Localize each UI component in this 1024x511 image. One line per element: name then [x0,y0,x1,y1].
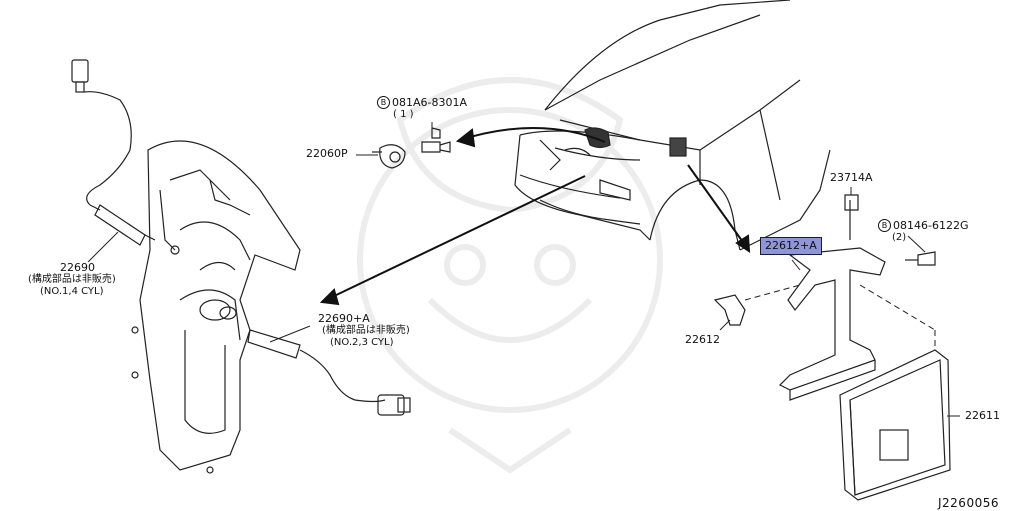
bolt-label-08146-6122g: B 08146-6122G [878,219,968,232]
ecm-unit [839,349,951,501]
ecm-bracket [778,194,936,401]
bolt-b-icon: B [878,219,891,232]
part-code-22690[interactable]: 22690 [60,261,95,274]
part-code[interactable]: 081A6-8301A [392,95,468,109]
bolt-label-081a6-8301a: B 081A6-8301A [377,96,467,109]
vehicle-outline [514,0,831,251]
oxygen-sensor-upper [71,59,156,246]
exhaust-manifold [131,140,301,474]
oxygen-sensor-lower [247,329,411,416]
part-code-22611[interactable]: 22611 [965,409,1000,422]
part-code-22612a-highlighted[interactable]: 22612+A [760,237,822,255]
part-cyl-22690a: (NO.2,3 CYL) [330,337,394,348]
part-note-22690: (構成部品は非販売) [28,274,116,285]
label-leaders [87,122,960,417]
part-code-22060p[interactable]: 22060P [306,147,348,160]
bolt-b-icon: B [377,96,390,109]
watermark-emblem [357,77,663,474]
pointer-arrows [319,127,751,306]
bolt-qty: (2) [892,232,907,243]
bracket-clip [713,294,746,326]
part-code[interactable]: 08146-6122G [893,218,969,232]
part-code-23714a[interactable]: 23714A [830,171,873,184]
part-cyl-22690: (NO.1,4 CYL) [40,286,104,297]
dashed-leaders [744,284,936,350]
part-code-22690a[interactable]: 22690+A [318,312,370,325]
part-code-22612[interactable]: 22612 [685,333,720,346]
knock-sensor [372,127,451,169]
diagram-id: J2260056 [938,496,999,510]
part-note-22690a: (構成部品は非販売) [322,325,410,336]
bolt-qty: ( 1 ) [393,109,414,120]
